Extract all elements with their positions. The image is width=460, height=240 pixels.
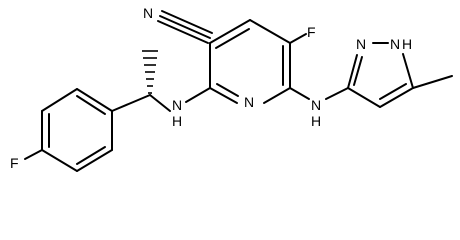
bond-c4-c5 [249,19,291,44]
bond-c3-c4 [209,19,251,44]
bond-nitrile-3 [161,10,213,34]
bond-c6-nh [289,87,310,100]
bond-cstar-phenyl [111,94,151,112]
atom-pyrazole-nh: N [390,36,400,52]
bond-pz-c5-c4 [379,87,414,108]
bond-c6-n1 [263,87,291,104]
bond-n1-c2 [209,87,238,104]
bond-ph-2 [41,88,78,112]
bond-c5-f [289,33,307,44]
atom-pyridine-n: N [244,94,254,110]
bond-pz-c4-c3 [347,87,381,108]
atom-pyrazole-n: N [356,36,366,52]
atom-fluoro-bottom: F [10,155,19,171]
bond-nh-pyrazole [325,87,349,100]
atom-nitrile-n: N [143,5,153,21]
hashed-wedge-methyl [142,50,158,94]
bond-ph-1 [76,88,113,112]
atom-amine-right-h: H [311,113,321,129]
atom-pyrazole-h: H [402,36,412,52]
molecule-structure: N F N N H N N H N H F [10,5,453,172]
bond-ph-4 [41,149,78,172]
bond-c2-nh [185,87,211,103]
atom-fluoro-top: F [307,24,316,40]
bond-pz-n1-c5 [402,53,414,89]
bond-ph-f [24,149,43,160]
bond-nitrile-2 [159,15,211,39]
atom-amine-right-n: N [311,97,321,113]
bond-c3-c4-double [215,28,250,49]
bond-pz-methyl [412,75,453,89]
bond-pz-c3-n2-double [353,56,363,86]
bonds [24,10,453,172]
bond-pz-c3-n2 [347,54,358,89]
bond-n1-c2-double [216,83,239,97]
bond-nitrile-1 [157,20,209,44]
bond-nh-cstar [149,94,171,112]
atom-labels: N F N N H N N H N H F [10,5,412,171]
bond-ph-5 [76,149,113,172]
bond-ph-d1 [76,95,106,115]
bond-pz-c5-c4-double [379,83,407,100]
atom-amine-left-n: N [172,97,182,113]
atom-amine-left-h: H [172,113,182,129]
bond-ph-d3 [76,146,106,165]
molecule-canvas: N F N N H N N H N H F [10,5,453,172]
